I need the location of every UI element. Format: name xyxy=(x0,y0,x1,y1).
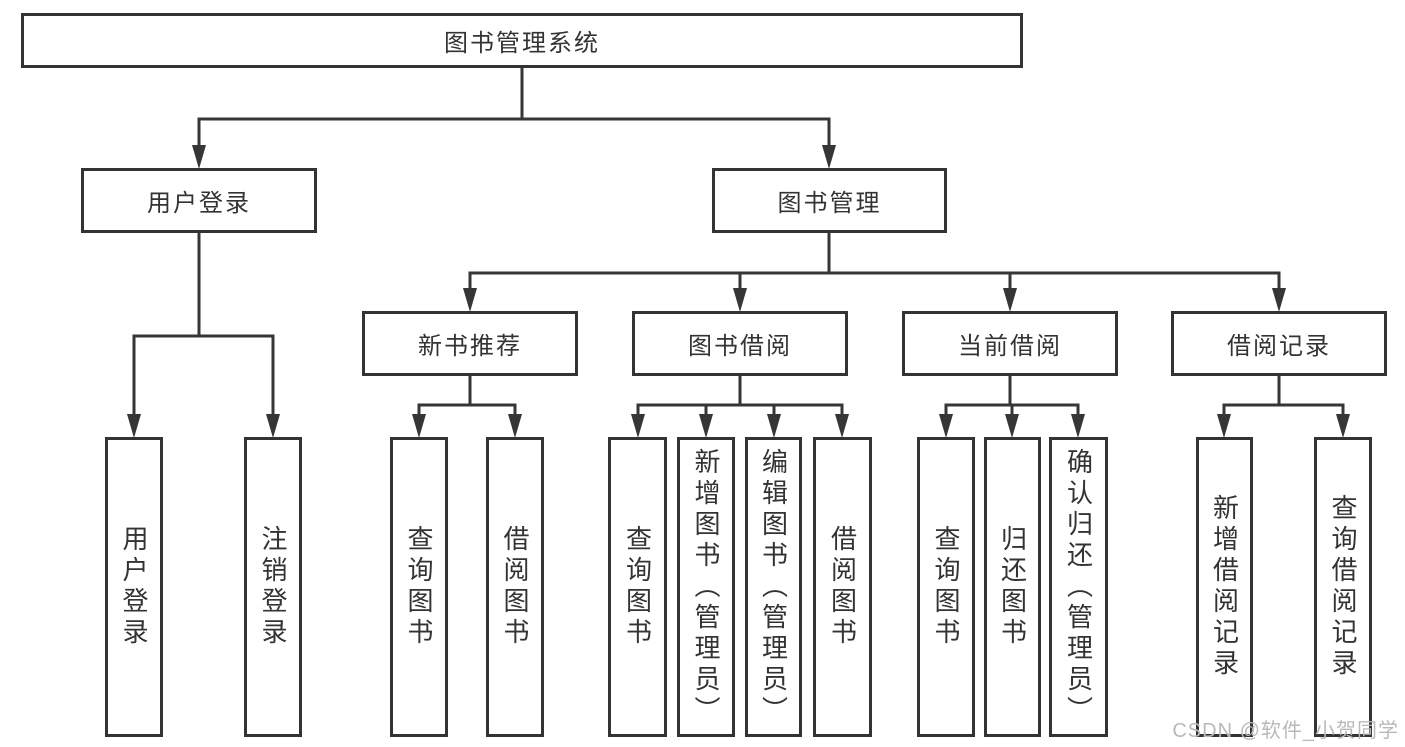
tree-edges xyxy=(132,66,1345,417)
leaf-edit-book-admin: 编辑图书（管理员） xyxy=(745,437,802,737)
leaf-query-books-recommend: 查询图书 xyxy=(390,437,448,737)
leaf-label: 查询图书 xyxy=(622,525,653,649)
leaf-borrow-books: 借阅图书 xyxy=(813,437,872,737)
node-current-borrowing: 当前借阅 xyxy=(902,311,1118,376)
leaf-label: 新增图书（管理员） xyxy=(691,447,721,727)
leaf-query-books-borrow: 查询图书 xyxy=(608,437,667,737)
leaf-return-book: 归还图书 xyxy=(984,437,1041,737)
csdn-watermark: CSDN @软件_小贺同学 xyxy=(1172,720,1399,742)
leaf-label: 查询借阅记录 xyxy=(1328,494,1358,680)
leaf-label: 编辑图书（管理员） xyxy=(758,447,789,727)
leaf-label: 查询图书 xyxy=(404,525,434,649)
leaf-label: 借阅图书 xyxy=(500,525,530,649)
leaf-query-books-current: 查询图书 xyxy=(917,437,975,737)
node-new-book-recommendation: 新书推荐 xyxy=(362,311,578,376)
node-book-management-branch: 图书管理 xyxy=(712,168,947,233)
leaf-label: 借阅图书 xyxy=(827,525,858,649)
leaf-borrow-books-recommend: 借阅图书 xyxy=(486,437,544,737)
node-root-system: 图书管理系统 xyxy=(21,13,1023,68)
leaf-query-borrow-record: 查询借阅记录 xyxy=(1314,437,1372,737)
leaf-label: 确认归还（管理员） xyxy=(1063,447,1094,727)
leaf-confirm-return-admin: 确认归还（管理员） xyxy=(1049,437,1108,737)
node-borrowing-records: 借阅记录 xyxy=(1171,311,1387,376)
leaf-logout: 注销登录 xyxy=(244,437,302,737)
leaf-label: 注销登录 xyxy=(258,525,288,649)
leaf-label: 归还图书 xyxy=(997,525,1028,649)
leaf-add-book-admin: 新增图书（管理员） xyxy=(677,437,735,737)
leaf-label: 用户登录 xyxy=(119,525,149,649)
leaf-label: 新增借阅记录 xyxy=(1209,494,1240,680)
node-user-login-branch: 用户登录 xyxy=(81,168,317,233)
node-book-borrowing: 图书借阅 xyxy=(632,311,848,376)
leaf-label: 查询图书 xyxy=(931,525,961,649)
leaf-add-borrow-record: 新增借阅记录 xyxy=(1196,437,1253,737)
leaf-user-login: 用户登录 xyxy=(105,437,163,737)
